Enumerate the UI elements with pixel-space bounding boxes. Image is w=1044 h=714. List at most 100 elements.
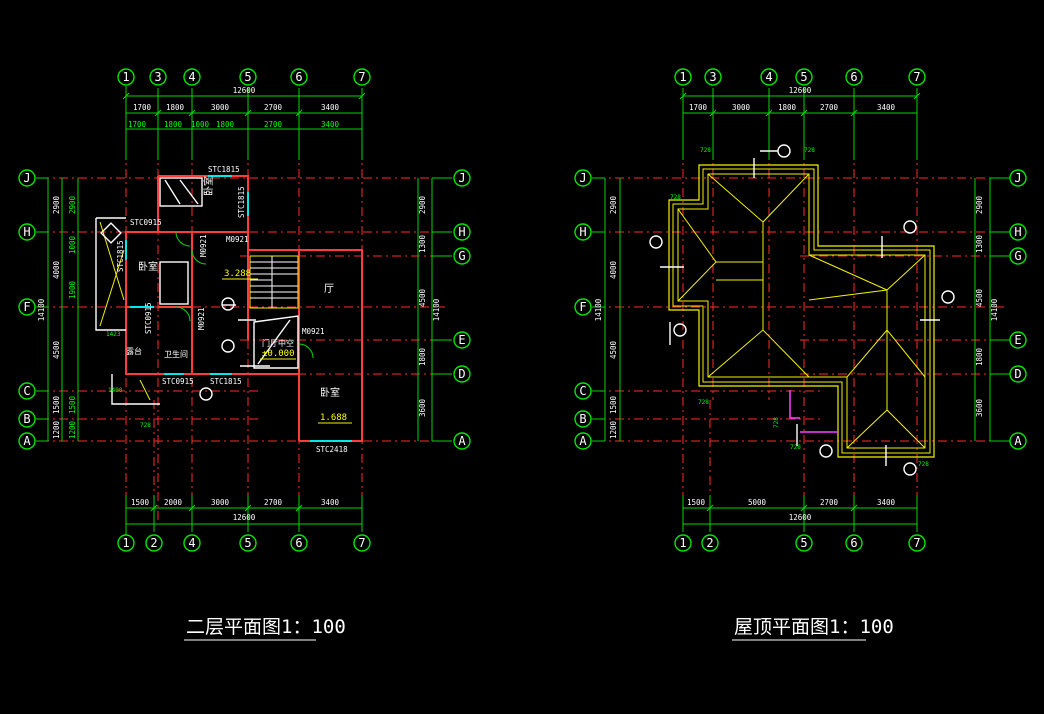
rp-left-mid-4: 1500	[609, 395, 618, 414]
rp-bottom-dim-3: 2700	[820, 498, 839, 507]
rp-right-mid-1: 2900	[975, 195, 984, 214]
fp-row-axis-F: F	[23, 300, 30, 314]
roof-tag-3: 728	[670, 194, 681, 201]
roof-plan-title: 屋顶平面图1：100	[734, 616, 894, 638]
fp-total-top: 12600	[233, 86, 256, 95]
rp-left-mid-3: 4500	[609, 340, 618, 359]
rp-right-outer: 14100	[990, 298, 999, 321]
level-bedroom: 1.688	[320, 413, 347, 423]
rp-col-axis-7: 7	[913, 70, 920, 84]
rp-total-bottom: 12600	[789, 513, 812, 522]
label-w6: STC0915	[162, 377, 194, 386]
rp-bottom-axis-7: 7	[913, 536, 920, 550]
rp-right-mid-5: 3600	[975, 398, 984, 417]
rp-right-axis-A: A	[1014, 434, 1022, 448]
fp-bottom-dim-3: 3000	[211, 498, 230, 507]
fp-left-outer: 14100	[37, 298, 46, 321]
roof-plan-axis-bubbles-bottom: 1 2 5 6 7	[674, 534, 926, 552]
fp-bottom-axis-6: 6	[295, 536, 302, 550]
fp-row-axis-J: J	[23, 171, 30, 185]
fp-top-dim2-1: 1700	[128, 120, 147, 129]
room-bedroom-2: 卧室	[138, 260, 158, 273]
rp-top-dim-4: 2700	[820, 103, 839, 112]
fp-right-axis-J: J	[458, 171, 465, 185]
roof-tag-2: 728	[804, 147, 815, 154]
rp-bottom-axis-2: 2	[706, 536, 713, 550]
label-d2: M0921	[199, 234, 208, 257]
rp-top-dim-3: 1800	[778, 103, 797, 112]
fp-right-mid-4: 1800	[418, 347, 427, 366]
roof-plan: 728 728 728 728 728 728 728 1 3 4 5 6 7 …	[574, 68, 1027, 641]
roof-tag-7: 728	[773, 417, 780, 428]
label-d1: M0921	[226, 235, 249, 244]
rp-bottom-axis-1: 1	[679, 536, 686, 550]
label-w4: STC1815	[116, 240, 125, 272]
fp-left-inner-2: 1000	[68, 235, 77, 254]
rp-total-top: 12600	[789, 86, 812, 95]
room-balcony: 露台	[126, 346, 142, 356]
fp-col-axis-6: 6	[295, 70, 302, 84]
level-stair: 3.288	[224, 269, 251, 279]
floor-plan-axis-bubbles-bottom: 1 2 4 5 6 7	[117, 534, 371, 552]
label-w7: STC1815	[210, 377, 242, 386]
label-w3: STC0915	[130, 218, 162, 227]
fp-right-axis-H: H	[458, 225, 465, 239]
rp-row-axis-F: F	[579, 300, 586, 314]
floor-plan-title: 二层平面图1：100	[186, 616, 346, 638]
roof-plan-dimension-lines	[592, 88, 1010, 532]
roof-tag-4: 728	[698, 399, 709, 406]
label-n1: 1423	[106, 331, 121, 338]
rp-left-mid-1: 2900	[609, 195, 618, 214]
level-gate: ±0.000	[262, 349, 295, 359]
rp-col-axis-6: 6	[850, 70, 857, 84]
rp-right-mid-4: 1800	[975, 347, 984, 366]
fp-left-mid-4: 1500	[52, 395, 61, 414]
fp-bottom-dim-2: 2000	[164, 498, 183, 507]
rp-bottom-axis-5: 5	[800, 536, 807, 550]
fp-top-dim-5: 3400	[321, 103, 340, 112]
fp-bottom-dim-1: 1500	[131, 498, 150, 507]
fp-col-axis-5: 5	[244, 70, 251, 84]
rp-right-axis-E: E	[1014, 333, 1021, 347]
roof-plan-axis-lines	[596, 150, 1006, 520]
fp-bottom-axis-7: 7	[358, 536, 365, 550]
roof-outline	[649, 144, 955, 476]
floor-plan-axis-bubbles-right: J H G E D A	[453, 169, 471, 450]
roof-plan-tags: 728 728 728 728 728 728 728	[670, 147, 929, 468]
rp-left-outer: 14100	[594, 298, 603, 321]
rp-right-mid-2: 1300	[975, 234, 984, 253]
rp-left-mid-5: 1200	[609, 420, 618, 439]
rp-right-axis-H: H	[1014, 225, 1021, 239]
rp-bottom-dim-2: 5000	[748, 498, 767, 507]
fp-bottom-axis-5: 5	[244, 536, 251, 550]
rp-bottom-dim-4: 3400	[877, 498, 896, 507]
label-w2: STC1815	[237, 186, 246, 218]
label-d3: M0921	[197, 307, 206, 330]
fp-row-axis-B: B	[23, 412, 30, 426]
fp-col-axis-7: 7	[358, 70, 365, 84]
rp-left-mid-2: 4000	[609, 260, 618, 279]
fp-left-mid-2: 4000	[52, 260, 61, 279]
rp-bottom-dim-1: 1500	[687, 498, 706, 507]
fp-top-dim-4: 2700	[264, 103, 283, 112]
fp-left-mid-1: 2900	[52, 195, 61, 214]
fp-bottom-dim-4: 2700	[264, 498, 283, 507]
label-w5: STC0915	[144, 302, 153, 334]
fp-top-dim2-2: 1800	[164, 120, 183, 129]
fp-col-axis-4: 4	[188, 70, 195, 84]
rp-row-axis-C: C	[579, 384, 586, 398]
rp-bottom-axis-6: 6	[850, 536, 857, 550]
roof-tag-1: 728	[700, 147, 711, 154]
fp-left-inner-3: 1900	[68, 280, 77, 299]
rp-col-axis-1: 1	[679, 70, 686, 84]
fp-top-dim2-5: 2700	[264, 120, 283, 129]
rp-row-axis-J: J	[579, 171, 586, 185]
label-w8: STC2418	[316, 445, 348, 454]
floor-plan-dimension-lines	[36, 86, 452, 536]
fp-left-inner-5: 1200	[68, 420, 77, 439]
rp-top-dim-5: 3400	[877, 103, 896, 112]
fp-left-mid-5: 1200	[52, 420, 61, 439]
floor-plan-opening-labels: STC1815 STC1815 STC0915 STC1815 STC0915 …	[106, 165, 348, 454]
label-d4: M0921	[302, 327, 325, 336]
roof-plan-axis-bubbles-top: 1 3 4 5 6 7	[674, 68, 926, 86]
